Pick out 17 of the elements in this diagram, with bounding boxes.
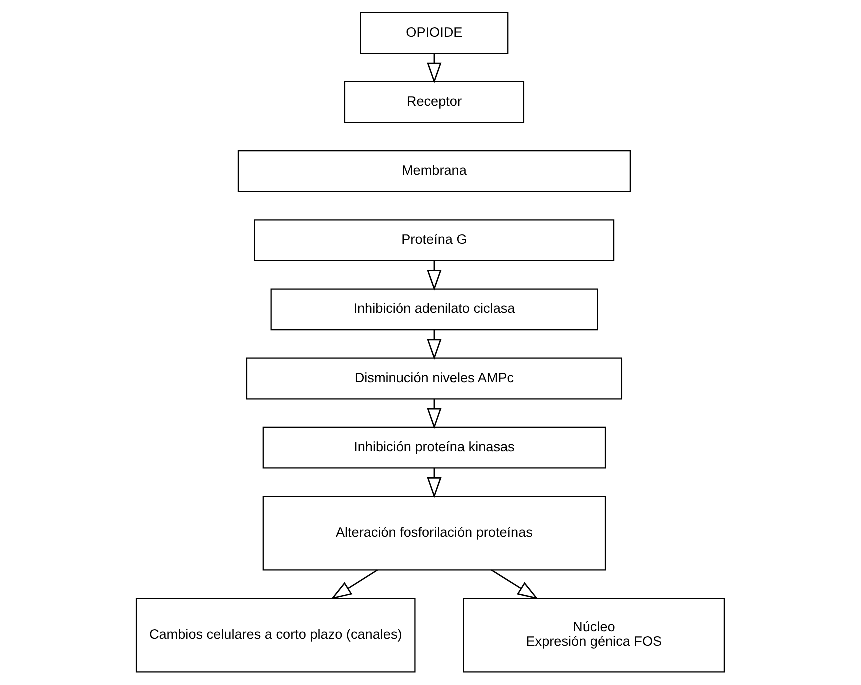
arrow bbox=[427, 468, 442, 498]
node-box: Núcleo Expresión génica FOS bbox=[463, 598, 726, 673]
node-box: Inhibición adenilato ciclasa bbox=[270, 288, 598, 331]
node-box: Inhibición proteína kinasas bbox=[262, 426, 606, 469]
arrow bbox=[427, 330, 442, 360]
node-box: Membrana bbox=[238, 150, 632, 192]
arrow bbox=[427, 54, 442, 84]
node-box: Alteración fosforilación proteínas bbox=[262, 496, 606, 571]
arrow bbox=[331, 570, 378, 600]
node-box: Cambios celulares a corto plazo (canales) bbox=[136, 598, 416, 673]
arrow bbox=[427, 399, 442, 430]
node-box: Disminución niveles AMPc bbox=[246, 358, 623, 400]
node-box: Proteína G bbox=[254, 220, 615, 262]
arrow bbox=[491, 570, 539, 600]
node-box: Receptor bbox=[344, 81, 525, 124]
arrow bbox=[427, 261, 442, 292]
node-box: OPIOIDE bbox=[360, 12, 509, 54]
